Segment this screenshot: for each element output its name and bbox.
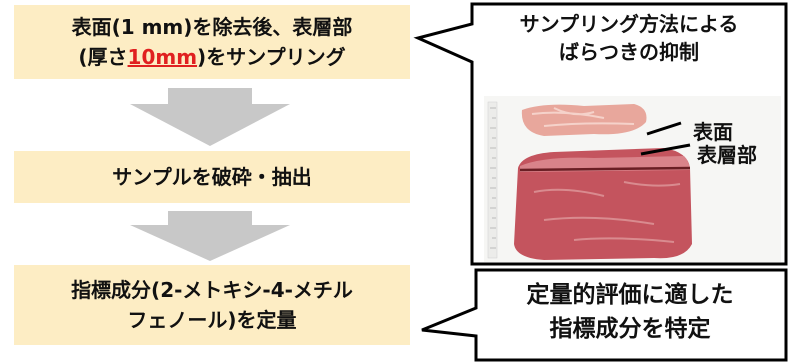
step-extraction-label: サンプルを破砕・抽出 [112, 165, 312, 189]
step-quantify-line2: フェノール)を定量 [127, 308, 297, 332]
surface-label: 表面 [693, 120, 733, 144]
callout-result-line1: 定量的評価に適した [526, 282, 734, 308]
step-sampling-line2: (厚さ10mm)をサンプリング [78, 42, 345, 72]
step-extraction: サンプルを破砕・抽出 [14, 151, 410, 203]
meat-sample-photo [484, 96, 781, 262]
step-quantify: 指標成分(2-メトキシ-4-メチル フェノール)を定量 [14, 265, 410, 345]
surface-layer-pointer [640, 143, 691, 156]
down-arrow-2 [130, 211, 290, 261]
callout-result-bubble [421, 268, 788, 362]
callout-title-line1: サンプリング方法による [519, 12, 739, 36]
callout-result-text: 定量的評価に適した 指標成分を特定 [478, 278, 782, 346]
surface-slice [521, 104, 647, 136]
callout-title-line2: ばらつきの抑制 [559, 40, 699, 64]
callout-sampling-title: サンプリング方法による ばらつきの抑制 [476, 10, 782, 66]
step-sampling-line2-post: )をサンプリング [197, 45, 346, 69]
step-sampling-line1: 表面(1 mm)を除去後、表層部 [71, 15, 353, 39]
down-arrow-1 [130, 88, 290, 146]
surface-layer-label: 表層部 [697, 143, 757, 167]
surface-layer-block [514, 148, 692, 260]
surface-pointer [646, 121, 682, 136]
step-sampling: 表面(1 mm)を除去後、表層部 (厚さ10mm)をサンプリング [14, 5, 410, 79]
step-quantify-line1: 指標成分(2-メトキシ-4-メチル [71, 278, 353, 302]
step-sampling-line2-pre: (厚さ [78, 45, 128, 69]
callout-result-line2: 指標成分を特定 [549, 316, 711, 342]
thickness-highlight: 10mm [127, 45, 198, 69]
